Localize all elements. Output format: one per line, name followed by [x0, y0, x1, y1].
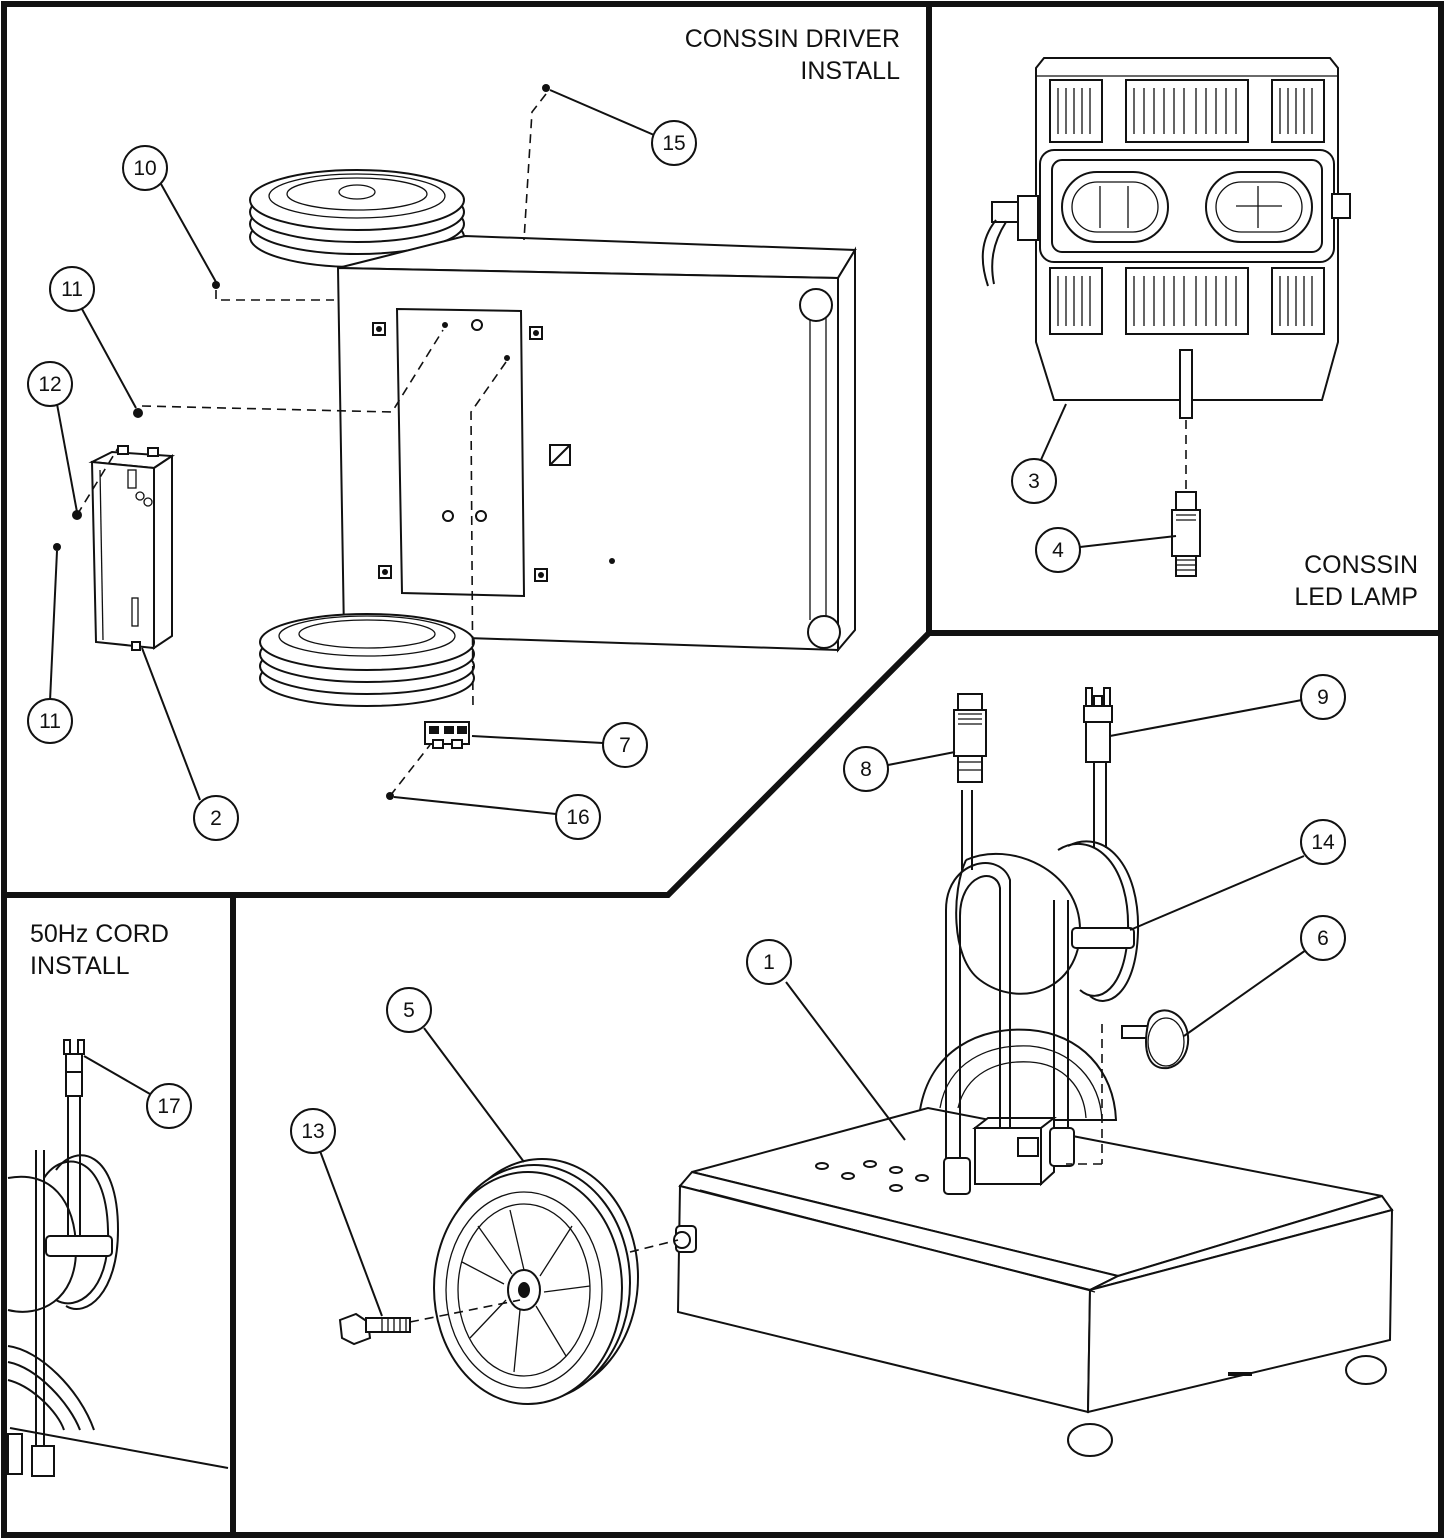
led-lamp-title-line1: CONSSIN — [1304, 551, 1418, 579]
locking-knob — [1066, 1009, 1190, 1165]
callout-11-upper: 11 — [49, 266, 95, 312]
driver-install-title-line2: INSTALL — [800, 57, 900, 85]
panel-title-cord-install: 50Hz CORD INSTALL — [30, 920, 169, 980]
panel-title-driver-install: CONSSIN DRIVER INSTALL — [685, 25, 900, 85]
lamp-connector — [1171, 491, 1201, 577]
callout-5-label: 5 — [403, 999, 415, 1022]
callout-2: 2 — [193, 795, 239, 841]
front-wheel — [433, 1158, 639, 1405]
callout-16-label: 16 — [566, 806, 589, 829]
callout-16: 16 — [555, 794, 601, 840]
callout-8: 8 — [843, 746, 889, 792]
led-lamp-illustration — [981, 57, 1351, 577]
callout-3-label: 3 — [1028, 470, 1040, 493]
foot-top — [799, 288, 833, 322]
cable-gland-left — [943, 1157, 971, 1195]
callout-9-label: 9 — [1317, 686, 1329, 709]
callout-13-label: 13 — [301, 1120, 324, 1143]
output-connector — [953, 693, 987, 783]
power-plug — [1083, 687, 1113, 763]
front-wheel-top — [259, 613, 475, 707]
callout-10-label: 10 — [133, 157, 156, 180]
callout-17: 17 — [146, 1083, 192, 1129]
callout-15: 15 — [651, 120, 697, 166]
cord-install-title-line2: INSTALL — [30, 952, 130, 980]
lamp-fins — [1057, 88, 1313, 326]
cord-install-title-line1: 50Hz CORD — [30, 920, 169, 948]
callout-11-upper-label: 11 — [61, 278, 83, 301]
cable-gland-right — [1049, 1127, 1075, 1167]
screw-10 — [212, 281, 220, 289]
cart-underside-illustration — [53, 84, 857, 800]
driver-install-title-line1: CONSSIN DRIVER — [685, 25, 900, 53]
panel-title-led-lamp: CONSSIN LED LAMP — [1294, 551, 1418, 611]
foot-bottom — [807, 615, 841, 649]
base-side-edge — [837, 246, 856, 653]
callout-8-label: 8 — [860, 758, 872, 781]
callout-15-label: 15 — [662, 132, 685, 155]
callout-2-label: 2 — [210, 807, 222, 830]
callout-1-label: 1 — [763, 951, 775, 974]
callout-6-label: 6 — [1317, 927, 1329, 950]
cable-tie — [1071, 927, 1135, 949]
mount-holes — [372, 319, 615, 582]
callout-7: 7 — [602, 722, 648, 768]
callout-5: 5 — [386, 987, 432, 1033]
callout-1: 1 — [746, 939, 792, 985]
axle-bolt — [338, 1239, 679, 1346]
callout-leaders — [49, 89, 1307, 1317]
callout-12: 12 — [27, 361, 73, 407]
callout-17-label: 17 — [157, 1095, 180, 1118]
callout-14-label: 14 — [1311, 831, 1335, 854]
callout-4-label: 4 — [1052, 539, 1064, 562]
callout-3: 3 — [1011, 458, 1057, 504]
cord-install-illustration — [7, 1039, 229, 1477]
driver-mount-plate — [395, 307, 526, 598]
cart-assembly-illustration — [338, 687, 1394, 1457]
screw-11-upper — [133, 408, 143, 418]
base-top-holes — [815, 1160, 929, 1192]
callout-13: 13 — [290, 1108, 336, 1154]
terminal-block — [424, 721, 470, 749]
callout-4: 4 — [1035, 527, 1081, 573]
callout-7-label: 7 — [619, 734, 631, 757]
callout-11-lower: 11 — [27, 698, 73, 744]
callout-11-lower-label: 11 — [39, 710, 61, 733]
led-lamp-title-line2: LED LAMP — [1294, 583, 1418, 611]
rear-wheel-top — [249, 169, 465, 268]
callout-10: 10 — [122, 145, 168, 191]
callout-9: 9 — [1300, 674, 1346, 720]
callout-12-label: 12 — [38, 373, 61, 396]
screw-11-lower — [53, 543, 61, 551]
screw-15 — [542, 84, 550, 92]
led-driver — [88, 445, 176, 651]
callout-14: 14 — [1300, 819, 1346, 865]
callout-6: 6 — [1300, 915, 1346, 961]
